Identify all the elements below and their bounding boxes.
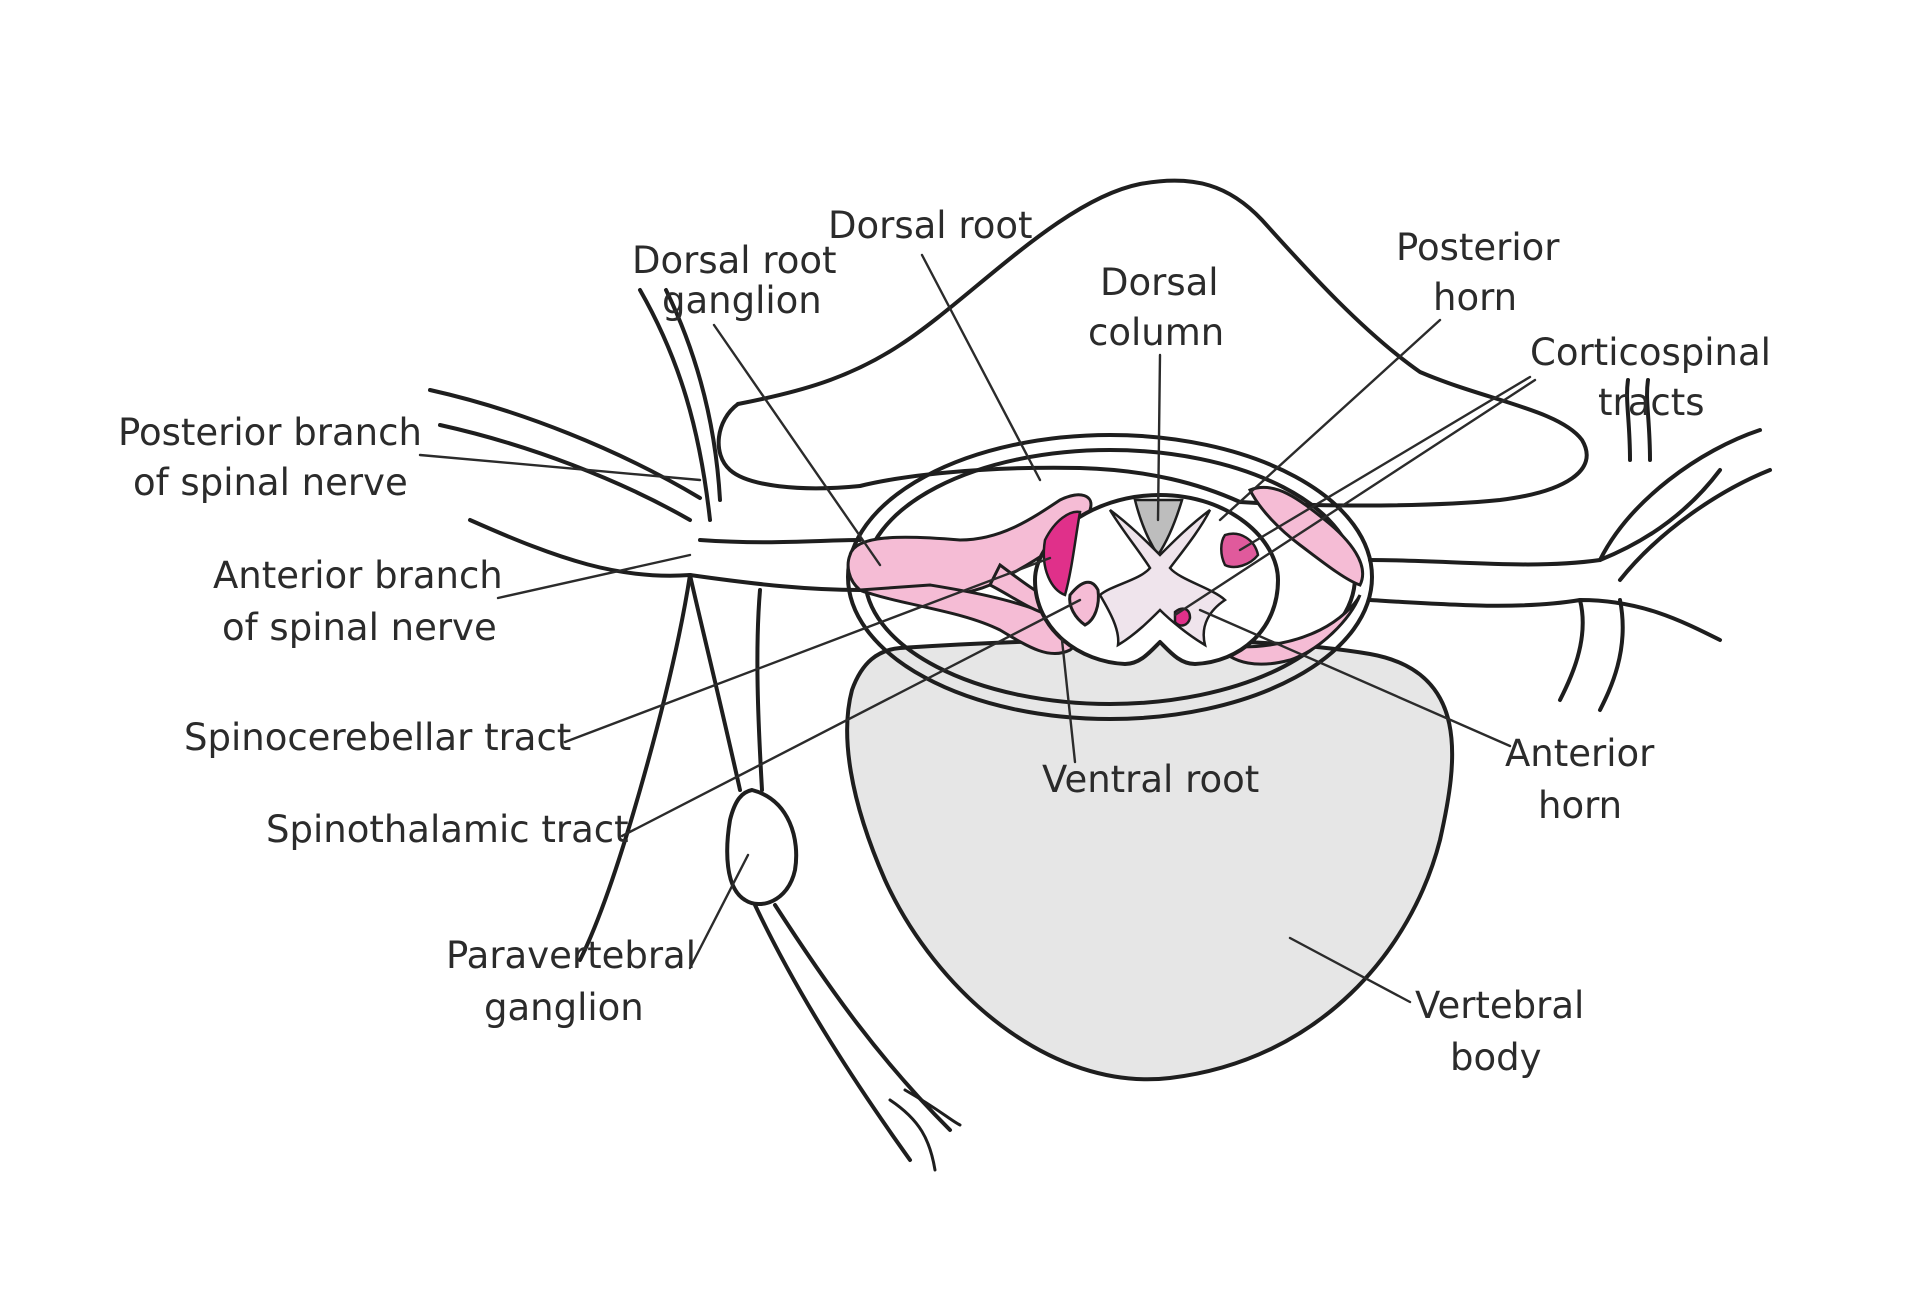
right-branch-up2: [1618, 468, 1772, 582]
left-spinocerebellar-tract-shape: [1042, 510, 1082, 597]
left-spinothalamic-tract-shape: [1068, 580, 1100, 627]
left-vertical-nerve-outer: [688, 573, 742, 792]
right-branch-up: [1598, 428, 1762, 562]
sympathetic-chain-fork: [888, 1088, 962, 1172]
label-posterior-branch-l2: of spinal nerve: [133, 461, 408, 504]
label-paravertebral-l1: Paravertebral: [446, 934, 696, 977]
right-nerve-upper: [1368, 468, 1722, 567]
label-dorsal-root-ganglion-l1: Dorsal root: [632, 239, 837, 282]
leader-paravertebral: [688, 853, 750, 970]
vertebral-arch-inner: [858, 465, 1242, 504]
leader-corticospinal-1: [1238, 375, 1532, 552]
leader-ventral-root: [1060, 638, 1077, 764]
right-nerve-lower: [1368, 598, 1722, 642]
arch-loop-left: [716, 402, 862, 491]
right-dorsal-root-shape: [1247, 485, 1365, 587]
right-branch-down: [1558, 598, 1585, 702]
leader-spinothalamic: [620, 598, 1082, 838]
leader-dorsal-column: [1156, 353, 1162, 522]
label-corticospinal-l2: tracts: [1598, 381, 1705, 424]
leader-anterior-branch: [496, 553, 692, 600]
leader-anterior-horn: [1198, 608, 1512, 748]
label-posterior-horn-l2: horn: [1433, 276, 1517, 319]
paravertebral-ganglion-shape: [725, 788, 799, 906]
right-nerve-vertical: [1625, 378, 1632, 462]
label-spinothalamic: Spinothalamic tract: [266, 808, 629, 851]
label-dorsal-column-l1: Dorsal: [1100, 261, 1219, 304]
label-dorsal-root: Dorsal root: [828, 204, 1033, 247]
leader-spinocerebellar: [563, 556, 1052, 744]
left-dorsal-ramus-upper: [428, 388, 702, 500]
leader-dorsal-root-ganglion: [712, 323, 882, 567]
left-ventral-root-shape: [859, 583, 1078, 656]
right-nerve-vertical2: [1645, 378, 1652, 462]
leader-posterior-branch: [418, 453, 702, 482]
leader-corticospinal-2: [1173, 378, 1537, 617]
vertebral-arch-outline: [736, 178, 1589, 508]
leader-posterior-horn: [1218, 318, 1442, 522]
gray-matter-shape: [1098, 509, 1228, 648]
label-anterior-horn-l2: horn: [1538, 784, 1622, 827]
label-anterior-branch-l1: Anterior branch: [213, 554, 503, 597]
label-vertebral-body-l2: body: [1450, 1036, 1542, 1079]
vertebral-body-shape: [845, 637, 1455, 1082]
label-spinocerebellar: Spinocerebellar tract: [184, 716, 571, 759]
label-vertebral-body-l1: Vertebral: [1415, 984, 1584, 1027]
left-nerve-trunk-top: [638, 288, 712, 522]
left-ramus-to-body: [468, 518, 692, 578]
dural-sheath-outer: [846, 433, 1374, 721]
label-posterior-horn-l1: Posterior: [1396, 226, 1560, 269]
sympathetic-chain-left: [753, 903, 912, 1162]
label-dorsal-column-l2: column: [1088, 311, 1224, 354]
right-branch-down2: [1598, 598, 1625, 712]
label-corticospinal-l1: Corticospinal: [1530, 331, 1771, 374]
leader-dorsal-root: [920, 253, 1042, 482]
left-anterior-ramus-upper: [698, 538, 862, 545]
left-dorsal-ramus-lower: [438, 423, 692, 522]
label-posterior-branch-l1: Posterior branch: [118, 411, 422, 454]
label-paravertebral-l2: ganglion: [484, 986, 644, 1029]
left-nerve-trunk-top2: [664, 288, 722, 502]
label-anterior-horn-l1: Anterior: [1505, 732, 1655, 775]
left-vertical-nerve-inner: [755, 588, 764, 792]
label-anterior-branch-l2: of spinal nerve: [222, 606, 497, 649]
left-descending-nerve: [578, 573, 692, 962]
label-dorsal-root-ganglion-l2: ganglion: [662, 279, 822, 322]
left-anterior-ramus-lower: [688, 573, 862, 592]
label-ventral-root: Ventral root: [1042, 758, 1259, 801]
right-ventral-root-shape: [1214, 594, 1362, 666]
leader-vertebral-body: [1288, 936, 1412, 1004]
